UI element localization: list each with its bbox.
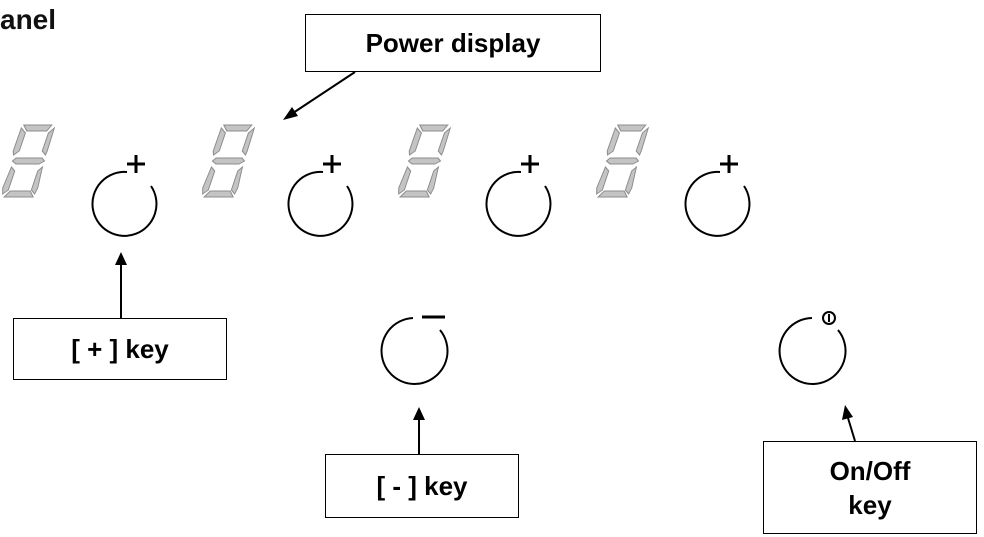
arrow-power-display	[283, 71, 356, 120]
power-icon	[822, 311, 836, 325]
panel-heading: anel	[0, 4, 57, 35]
minus-key[interactable]	[380, 315, 449, 385]
plus-key-3[interactable]	[485, 155, 552, 237]
plus-key-4[interactable]	[684, 155, 751, 237]
arrow-plus-key	[115, 252, 127, 318]
plus-key-callout: [ + ] key	[13, 318, 227, 380]
minus-key-label: [ - ] key	[376, 471, 468, 501]
onoff-key[interactable]	[778, 311, 847, 385]
onoff-key-callout: On/Off key	[763, 441, 977, 534]
power-display-callout: Power display	[305, 14, 601, 72]
arrow-minus-key	[413, 407, 425, 454]
power-display-1	[0, 124, 56, 198]
minus-key-callout: [ - ] key	[325, 454, 519, 518]
power-display-2	[200, 124, 256, 198]
power-display-4	[594, 124, 650, 198]
power-display-3	[396, 124, 452, 198]
power-display-label: Power display	[365, 28, 541, 58]
plus-key-2[interactable]	[287, 155, 354, 237]
onoff-key-label-line2: key	[848, 489, 892, 520]
plus-key-label: [ + ] key	[71, 334, 169, 364]
plus-key-1[interactable]	[91, 155, 158, 237]
arrow-onoff-key	[842, 405, 856, 442]
onoff-key-label-line1: On/Off	[829, 455, 911, 486]
